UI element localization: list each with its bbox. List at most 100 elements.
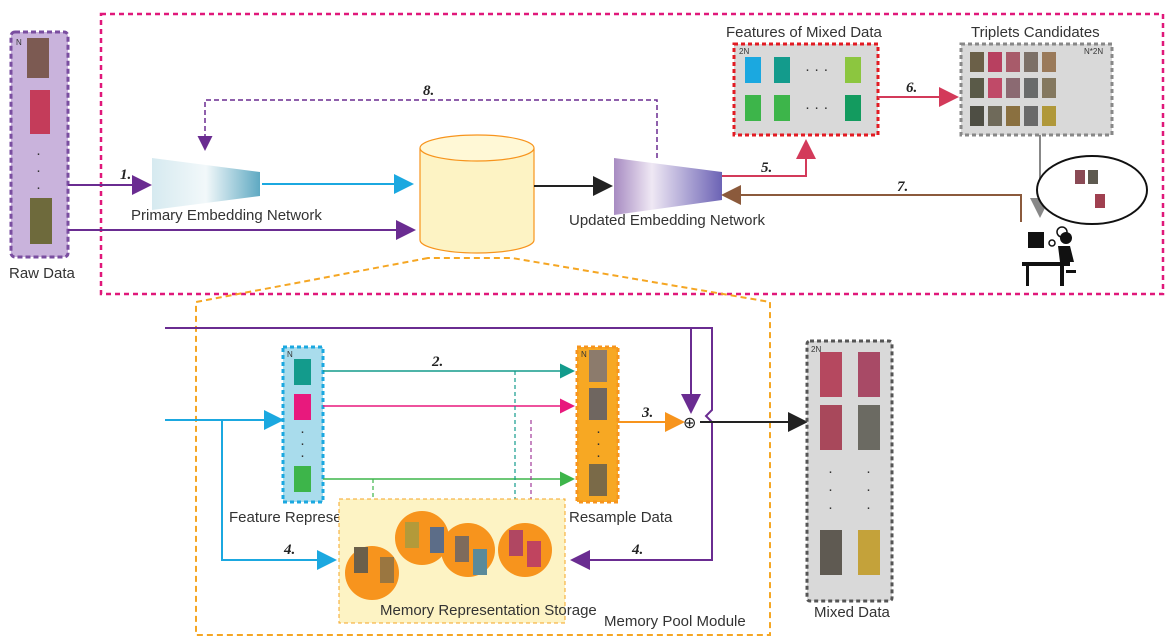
person-thumb <box>1024 52 1038 72</box>
person-thumb <box>589 388 607 420</box>
person-thumb <box>589 350 607 382</box>
person-thumb <box>589 464 607 496</box>
person-thumb <box>858 530 880 575</box>
memory-pool-label: Memory Pool Module <box>604 613 746 630</box>
person-thumb <box>1024 106 1038 126</box>
vertical-ellipsis: · <box>828 463 833 480</box>
step-4b-label: 4. <box>631 542 643 558</box>
person-thumb <box>858 352 880 397</box>
person-thumb <box>988 106 1002 126</box>
person-thumb <box>970 106 984 126</box>
person-thumb <box>354 547 368 573</box>
feature-vector <box>774 57 790 83</box>
resample-data-panel: N · · · <box>575 345 620 504</box>
feedback-step-8 <box>197 99 658 158</box>
person-thumb <box>1024 78 1038 98</box>
feature-vector <box>845 95 861 121</box>
horizontal-ellipsis: · · · <box>805 61 828 78</box>
person-thumb <box>1095 194 1105 208</box>
memory-storage-panel <box>338 498 566 624</box>
vertical-ellipsis: · <box>596 423 601 440</box>
person-thumb <box>970 78 984 98</box>
person-thumb <box>820 352 842 397</box>
raw-data-label: Raw Data <box>9 265 76 282</box>
person-thumb <box>820 405 842 450</box>
person-thumb <box>988 52 1002 72</box>
person-thumb <box>27 38 49 78</box>
top-region-border <box>99 12 1165 296</box>
vertical-ellipsis: · <box>36 162 41 179</box>
feature-representation-panel: N · · · <box>281 345 325 504</box>
step-3-label: 3. <box>641 405 653 421</box>
feature-vector <box>745 95 761 121</box>
features-mixed-label: Features of Mixed Data <box>726 24 883 41</box>
vertical-ellipsis: · <box>866 463 871 480</box>
feature-vector <box>745 57 761 83</box>
feature-vector <box>294 359 311 385</box>
feature-vector <box>845 57 861 83</box>
person-thumb <box>988 78 1002 98</box>
mixed-data-panel: 2N · · · · · · <box>805 339 894 603</box>
person-thumb <box>1042 52 1056 72</box>
features-count: 2N <box>739 47 749 56</box>
triplets-panel: N*2N <box>959 42 1114 137</box>
person-thumb <box>1042 78 1056 98</box>
person-thumb <box>1006 78 1020 98</box>
primary-embedding-network <box>152 158 260 210</box>
triplets-count: N*2N <box>1084 47 1103 56</box>
arrow-step-5 <box>722 139 816 177</box>
purple-bypass-outer <box>570 327 713 570</box>
person-thumb <box>858 405 880 450</box>
person-thumb <box>30 198 52 244</box>
feature-vector <box>774 95 790 121</box>
memory-pool-region <box>195 257 771 636</box>
triplets-label: Triplets Candidates <box>971 24 1100 41</box>
features-mixed-panel: 2N · · · · · · <box>732 42 880 137</box>
step-5-label: 5. <box>761 160 772 176</box>
resample-count: N <box>581 350 587 359</box>
person-thumb <box>1088 170 1098 184</box>
person-thumb <box>527 541 541 567</box>
person-thumb <box>1006 52 1020 72</box>
vertical-ellipsis: · <box>596 447 601 464</box>
person-thumb <box>1042 106 1056 126</box>
vertical-ellipsis: · <box>300 423 305 440</box>
storage-cylinder <box>419 134 535 254</box>
person-thumb <box>820 530 842 575</box>
horizontal-ellipsis: · · · <box>805 99 828 116</box>
vertical-ellipsis: · <box>866 481 871 498</box>
feature-vector <box>294 394 311 420</box>
vertical-ellipsis: · <box>300 435 305 452</box>
vertical-ellipsis: · <box>36 145 41 162</box>
person-thumb <box>970 52 984 72</box>
resample-data-label: Resample Data <box>569 509 673 526</box>
step-4a-label: 4. <box>283 542 295 558</box>
human-annotator-icon <box>1022 232 1076 286</box>
thought-cloud <box>1036 155 1148 247</box>
person-thumb <box>430 527 444 553</box>
person-thumb <box>30 90 50 134</box>
vertical-ellipsis: · <box>596 435 601 452</box>
updated-network-label: Updated Embedding Network <box>569 212 765 229</box>
person-thumb <box>473 549 487 575</box>
person-thumb <box>1006 106 1020 126</box>
step-7-label: 7. <box>897 179 908 195</box>
updated-embedding-network <box>614 158 722 215</box>
feature-vector <box>294 466 311 492</box>
step-1-label: 1. <box>120 167 131 183</box>
memory-storage-label: Memory Representation Storage <box>380 602 597 619</box>
mixed-data-count: 2N <box>811 345 821 354</box>
step-6-label: 6. <box>906 80 917 96</box>
primary-network-label: Primary Embedding Network <box>131 207 322 224</box>
person-thumb <box>380 557 394 583</box>
vertical-ellipsis: · <box>300 447 305 464</box>
person-thumb <box>455 536 469 562</box>
step-8-label: 8. <box>423 83 434 99</box>
person-thumb <box>509 530 523 556</box>
mixed-data-label: Mixed Data <box>814 604 891 621</box>
vertical-ellipsis: · <box>866 499 871 516</box>
combine-operator: ⊕ <box>683 413 696 432</box>
blue-to-memory <box>221 420 337 570</box>
raw-data-count: N <box>16 38 22 47</box>
